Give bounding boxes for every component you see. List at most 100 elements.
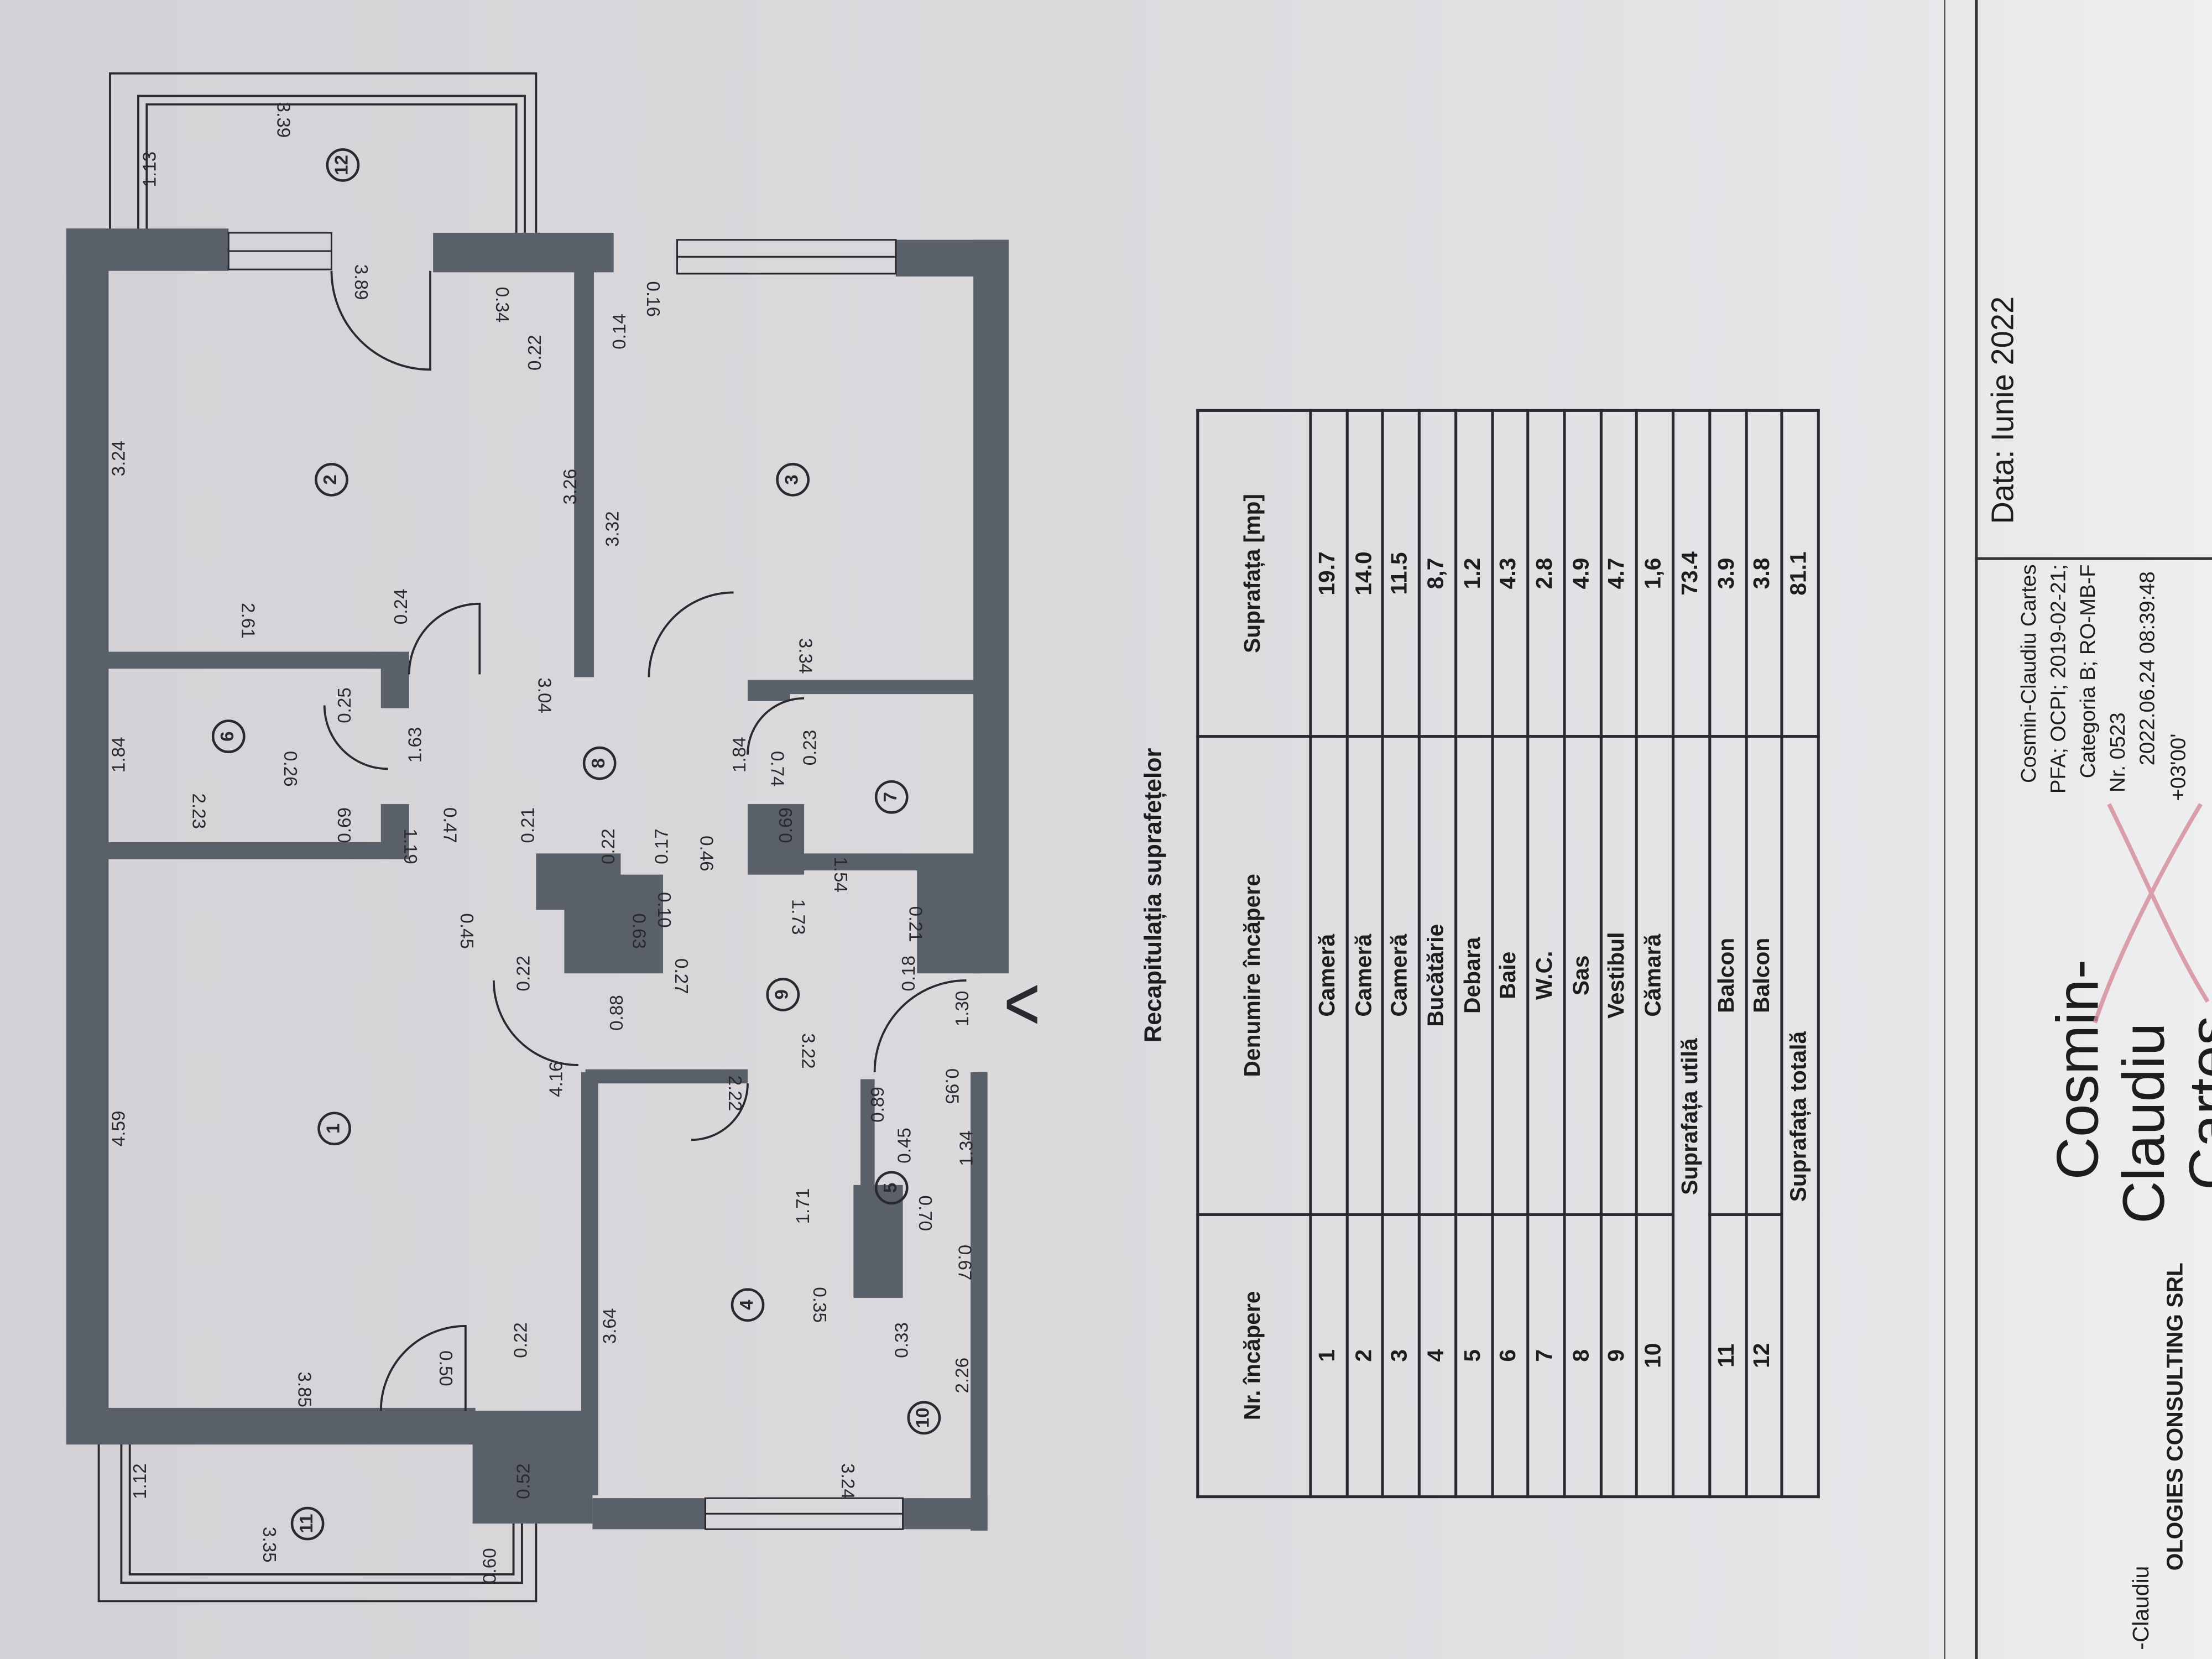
table-cell-nr: 4 [1419,1214,1456,1497]
dimension-label: 1.63 [405,727,425,763]
table-cell-area: 8,7 [1419,410,1456,737]
dimension-label: 1.84 [109,737,129,773]
room-number-label: 3 [781,474,802,484]
dimension-label: 0.18 [899,956,919,992]
dimension-label: 0.50 [435,1350,456,1386]
dimension-label: 0.16 [643,281,663,317]
room-number-label: 1 [323,1124,343,1134]
dimension-label: 0.47 [439,807,460,843]
table-cell-nr: 2 [1347,1214,1384,1497]
room-number-circle [317,1112,351,1146]
door-swings [323,270,967,1411]
dimension-label: 0.46 [696,836,717,872]
useful-area-row: Suprafața utilă 73.4 [1673,410,1710,1497]
table-cell-area: 4.7 [1600,410,1637,737]
header-area: Suprafața [mp] [1197,410,1311,737]
company-name-partial-2: OLOGIES CONSULTING SRL [2164,1262,2188,1571]
balcony-12-railing [109,72,538,233]
room-number-circle [766,978,800,1011]
dimension-label: 0.21 [905,906,925,942]
table-cell-nr: 1 [1310,1214,1347,1497]
total-area-value: 81.1 [1782,410,1819,737]
dimension-label: 0.22 [598,828,619,864]
dimension-label: 0.33 [891,1322,912,1358]
dimension-label: 3.35 [259,1527,279,1563]
table-cell-name: Cameră [1383,736,1420,1214]
room-number-circle [776,462,810,497]
dimension-label: 0.10 [654,892,674,928]
table-cell-nr: 9 [1600,1214,1637,1497]
room-number-circle [731,1288,765,1322]
signature-detail-4: Nr. 0523 [2106,712,2131,792]
dimension-label: 1.34 [957,1130,977,1166]
dimension-label: 0.69 [335,807,355,843]
table-cell-area: 3.9 [1709,410,1746,737]
dimension-label: 1.73 [788,899,808,935]
useful-area-value: 73.4 [1673,410,1710,737]
dimension-label: 1.13 [140,152,160,187]
table-cell-area: 4.9 [1564,410,1601,737]
company-name-partial-1: -Claudiu [2130,1566,2154,1650]
room-number-label: 10 [913,1407,933,1428]
table-cell-nr: 12 [1745,1214,1782,1497]
dimension-label: 4.16 [546,1061,566,1097]
dimension-label: 0.23 [800,730,821,766]
dimension-label: 3.24 [837,1463,858,1499]
windows [227,232,904,1530]
table-cell-area: 1.2 [1455,410,1492,737]
table-cell-area: 11.5 [1383,410,1420,737]
table-cell-nr: 11 [1709,1214,1746,1497]
dimension-label: 0.22 [525,335,545,371]
useful-area-label: Suprafața utilă [1673,736,1710,1497]
room-number-label: 8 [588,758,609,768]
dimension-label: 3.24 [109,441,129,477]
total-area-label: Suprafața totală [1782,736,1819,1497]
dimension-label: 0.88 [607,995,627,1031]
dimension-label: 2.26 [952,1358,973,1394]
room-number-circle [290,1506,325,1541]
table-cell-name: Balcon [1709,736,1746,1214]
dimension-label: 0.21 [518,807,538,843]
table-cell-area: 19.7 [1310,410,1347,737]
signature-detail-2: PFA; OCPI; 2019-02-21; [2047,564,2071,794]
dimension-label: 4.59 [109,1111,129,1147]
table-cell-nr: 8 [1564,1214,1601,1497]
dimension-label: 0.22 [514,956,534,992]
north-arrow-icon: ^ [989,984,1072,1024]
table-cell-area: 4.3 [1491,410,1528,737]
table-cell-name: Cameră [1310,736,1347,1214]
dimension-label: 0.89 [868,1087,888,1123]
dimension-label: 1.54 [830,857,851,893]
handwritten-signature-stroke [2093,803,2210,1024]
dimension-label: 1.19 [400,828,420,864]
dimension-label: 3.32 [602,511,623,547]
dimension-label: 3.39 [273,102,293,138]
table-cell-name: Cămară [1636,736,1673,1214]
room-number-circle [326,148,360,182]
room-number-label: 5 [880,1183,901,1193]
dimension-label: 0.14 [609,314,630,349]
dimension-label: 0.24 [391,589,411,625]
dimension-label: 2.23 [188,794,208,830]
dimension-label: 3.34 [795,638,815,674]
dimension-label: 3.26 [560,469,581,505]
dimension-label: 0.27 [671,958,691,994]
walls [66,228,1009,1531]
header-room-number: Nr. încăpere [1197,1214,1311,1497]
table-cell-area: 3.8 [1745,410,1782,737]
room-number-label: 7 [880,792,901,802]
table-cell-name: Bucătărie [1419,736,1456,1214]
dimension-label: 1.12 [130,1463,150,1499]
dimension-label: 3.22 [797,1033,818,1069]
dimension-label: 1.84 [729,737,750,773]
dimension-label: 3.04 [534,677,554,713]
signature-detail-1: Cosmin-Claudiu Cartes [2017,564,2042,783]
title-block-horizontal-line [1975,557,2212,560]
